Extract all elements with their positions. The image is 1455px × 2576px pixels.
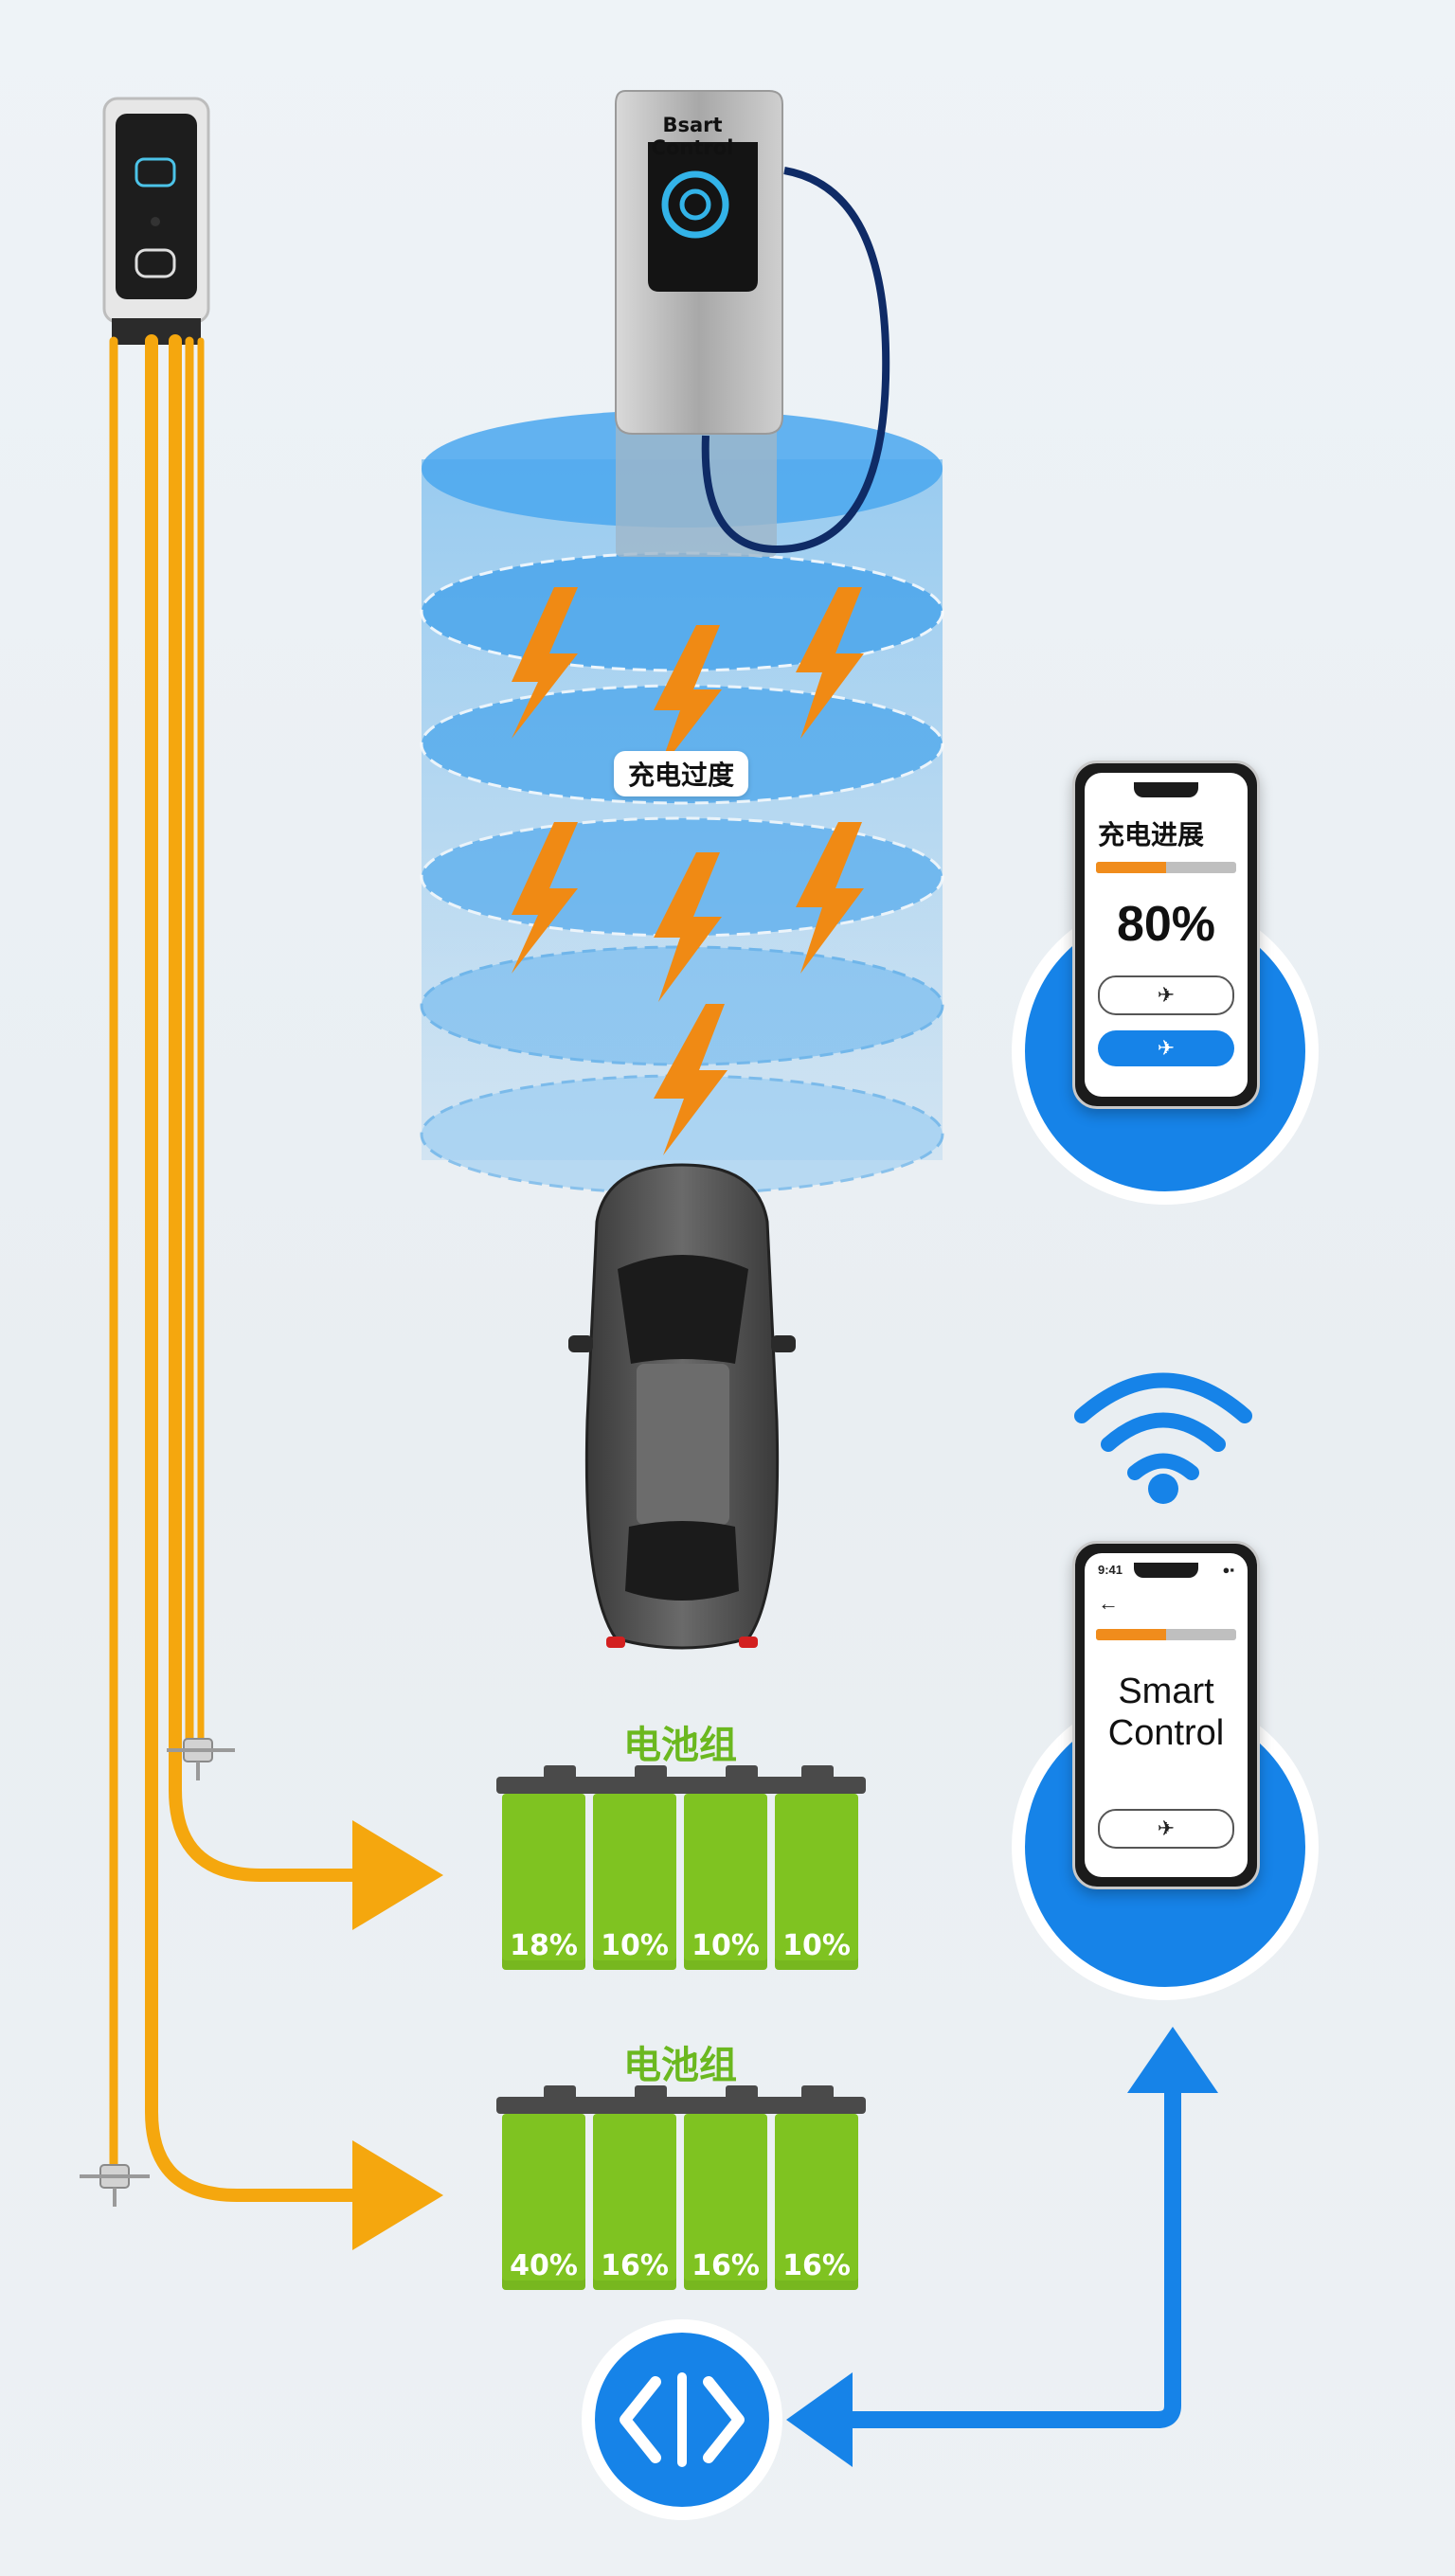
station-brand-label: Bsart Control (651, 114, 734, 159)
battery-cell-value: 10% (782, 1929, 851, 1962)
battery-cell-value: 16% (782, 2249, 851, 2282)
battery-cell-value: 18% (510, 1929, 578, 1962)
battery-terminal (635, 2085, 667, 2099)
charging-progress-title: 充电进展 (1098, 819, 1205, 850)
battery-cell-value: 16% (692, 2249, 760, 2282)
phone-charging-status[interactable]: 充电进展 80% ✈ ✈ (1072, 760, 1260, 1109)
power-wires (109, 334, 376, 2202)
battery-cell: 16% (593, 2114, 676, 2290)
lightning-icons (512, 587, 864, 1155)
status-time: 9:41 (1098, 1563, 1123, 1577)
beam-label: 充电过度 (614, 751, 748, 796)
battery-cell-value: 10% (601, 1929, 669, 1962)
battery-terminal (801, 2085, 834, 2099)
lightning-icon (796, 587, 864, 739)
battery-cell: 40% (502, 2114, 585, 2290)
charging-progress-fill (1096, 862, 1166, 873)
battery-terminal (726, 2085, 758, 2099)
status-indicators-icon: ●▪ (1222, 1563, 1234, 1577)
battery-pack-1-top-bar (496, 1777, 866, 1794)
battery-terminal (635, 1765, 667, 1779)
battery-cell: 16% (775, 2114, 858, 2290)
wall-charger-icon (102, 97, 210, 345)
lightning-icon (654, 625, 722, 772)
smart-label-line2: Control (1107, 1713, 1225, 1753)
lightning-icon (512, 822, 578, 974)
wire-connector-2 (80, 2164, 150, 2207)
lightning-icon (796, 822, 864, 974)
control-progress-bar (1096, 1629, 1236, 1640)
control-progress-fill (1096, 1629, 1166, 1640)
data-flow-arrow (786, 2027, 1218, 2467)
smart-label-line1: Smart (1118, 1672, 1214, 1711)
battery-pack-1-title: 电池组 (623, 1724, 737, 1767)
code-icon[interactable] (582, 2319, 782, 2520)
phone-screen: 充电进展 80% ✈ ✈ (1085, 773, 1248, 1097)
battery-cell: 10% (775, 1794, 858, 1970)
car-icon (568, 1163, 796, 1650)
battery-pack-2-title: 电池组 (623, 2044, 737, 2087)
lightning-icon (654, 1004, 728, 1155)
wire-connector-1 (167, 1738, 235, 1780)
battery-cell-value: 16% (601, 2249, 669, 2282)
arrow-to-pack-2 (352, 2140, 443, 2250)
lightning-icon (654, 852, 722, 1002)
charge-percent: 80% (1116, 897, 1216, 952)
back-arrow-icon[interactable]: ← (1098, 1591, 1119, 1615)
battery-terminal (726, 1765, 758, 1779)
charging-progress-bar (1096, 862, 1236, 873)
battery-cell: 16% (684, 2114, 767, 2290)
lightning-icon (512, 587, 578, 739)
phone-smart-control[interactable]: 9:41 ●▪ ← Smart Control ✈ (1072, 1541, 1260, 1889)
battery-cell: 10% (593, 1794, 676, 1970)
wifi-icon (1074, 1372, 1252, 1504)
battery-cell: 18% (502, 1794, 585, 1970)
battery-cell-value: 40% (510, 2249, 578, 2282)
battery-terminal (544, 2085, 576, 2099)
send-button[interactable]: ✈ (1098, 975, 1234, 1015)
arrow-to-pack-1 (352, 1820, 443, 1930)
phone-notch (1134, 1563, 1198, 1578)
battery-terminal (544, 1765, 576, 1779)
send-button[interactable]: ✈ (1098, 1809, 1234, 1849)
battery-terminal (801, 1765, 834, 1779)
battery-pack-2-top-bar (496, 2097, 866, 2114)
battery-cell: 10% (684, 1794, 767, 1970)
phone-notch (1134, 782, 1198, 797)
phone-screen: 9:41 ●▪ ← Smart Control ✈ (1085, 1553, 1248, 1877)
charging-station (615, 89, 890, 557)
battery-cell-value: 10% (692, 1929, 760, 1962)
start-button[interactable]: ✈ (1098, 1030, 1234, 1066)
